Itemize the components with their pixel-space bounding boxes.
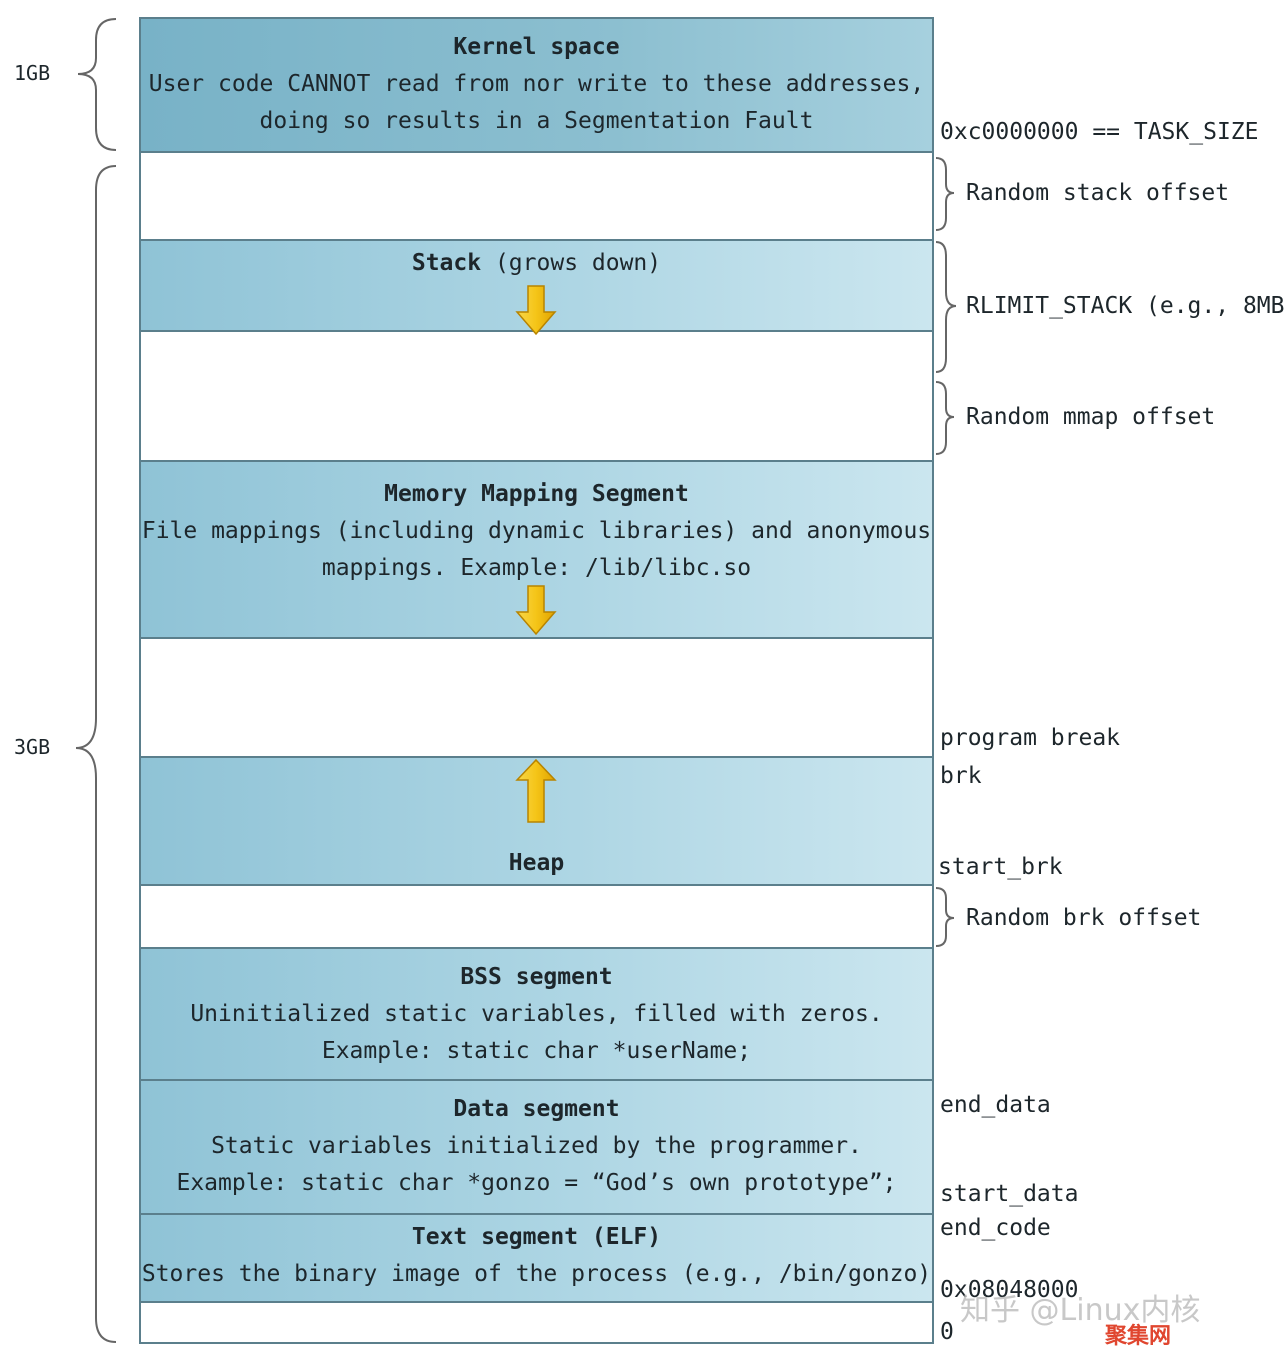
- brk-label: brk: [940, 763, 982, 789]
- user-size-label: 3GB: [14, 735, 51, 759]
- stack-label: Stack (grows down): [141, 245, 932, 282]
- data-line2: Example: static char *gonzo = “God’s own…: [176, 1170, 897, 1196]
- random-brk-gap: [139, 884, 934, 949]
- data-title: Data segment: [453, 1096, 620, 1122]
- mmap-line1: File mappings (including dynamic librari…: [141, 518, 932, 544]
- bss-title: BSS segment: [460, 964, 613, 990]
- rlimit-stack-label: RLIMIT_STACK (e.g., 8MB): [966, 293, 1288, 319]
- bss-line2: Example: static char *userName;: [321, 1038, 752, 1064]
- kernel-space-segment: Kernel space User code CANNOT read from …: [139, 17, 934, 153]
- user-size-brace-icon: [75, 165, 117, 1343]
- text-start-address-label: 0x08048000: [940, 1277, 1079, 1303]
- random-brk-brace-icon: [935, 887, 955, 947]
- random-brk-offset-label: Random brk offset: [966, 905, 1202, 931]
- mmap-title: Memory Mapping Segment: [384, 481, 689, 507]
- heap-title: Heap: [508, 850, 565, 876]
- kernel-space-line2: doing so results in a Segmentation Fault: [259, 108, 814, 134]
- program-break-label: program break: [940, 725, 1121, 751]
- bottom-gap: [139, 1301, 934, 1344]
- kernel-size-label: 1GB: [14, 61, 51, 85]
- mmap-line2: mappings. Example: /lib/libc.so: [321, 555, 752, 581]
- stack-title: Stack: [411, 250, 482, 276]
- brand-watermark: 聚集网: [1105, 1324, 1172, 1349]
- kernel-space-title: Kernel space: [453, 34, 620, 60]
- rlimit-stack-brace-icon: [935, 241, 957, 373]
- stack-grows-down-arrow-icon: [515, 285, 557, 336]
- text-segment: Text segment (ELF) Stores the binary ima…: [139, 1213, 934, 1303]
- bss-line1: Uninitialized static variables, filled w…: [190, 1001, 883, 1027]
- start-brk-label: start_brk: [938, 854, 1063, 880]
- task-size-label: 0xc0000000 == TASK_SIZE: [940, 119, 1259, 145]
- random-stack-brace-icon: [935, 157, 955, 231]
- kernel-size-brace-icon: [77, 18, 117, 151]
- stack-suffix: (grows down): [481, 250, 662, 276]
- end-data-label: end_data: [940, 1092, 1051, 1118]
- start-data-label: start_data: [940, 1181, 1079, 1207]
- end-code-label: end_code: [940, 1215, 1051, 1241]
- data-segment: Data segment Static variables initialize…: [139, 1079, 934, 1215]
- mmap-grows-down-arrow-icon: [515, 585, 557, 636]
- text-line1: Stores the binary image of the process (…: [141, 1261, 932, 1287]
- random-mmap-brace-icon: [935, 381, 955, 455]
- random-stack-offset-label: Random stack offset: [966, 180, 1230, 206]
- random-stack-gap: [139, 151, 934, 241]
- text-title: Text segment (ELF): [411, 1224, 662, 1250]
- site-watermark: 知乎 @Linux内核: [960, 1293, 1201, 1328]
- zero-address-label: 0: [940, 1319, 954, 1345]
- data-line1: Static variables initialized by the prog…: [211, 1133, 862, 1159]
- bss-segment: BSS segment Uninitialized static variabl…: [139, 947, 934, 1081]
- mmap-heap-gap: [139, 637, 934, 758]
- heap-grows-up-arrow-icon: [515, 758, 557, 823]
- stack-mmap-gap: [139, 330, 934, 462]
- kernel-space-line1: User code CANNOT read from nor write to …: [148, 71, 925, 97]
- random-mmap-offset-label: Random mmap offset: [966, 404, 1216, 430]
